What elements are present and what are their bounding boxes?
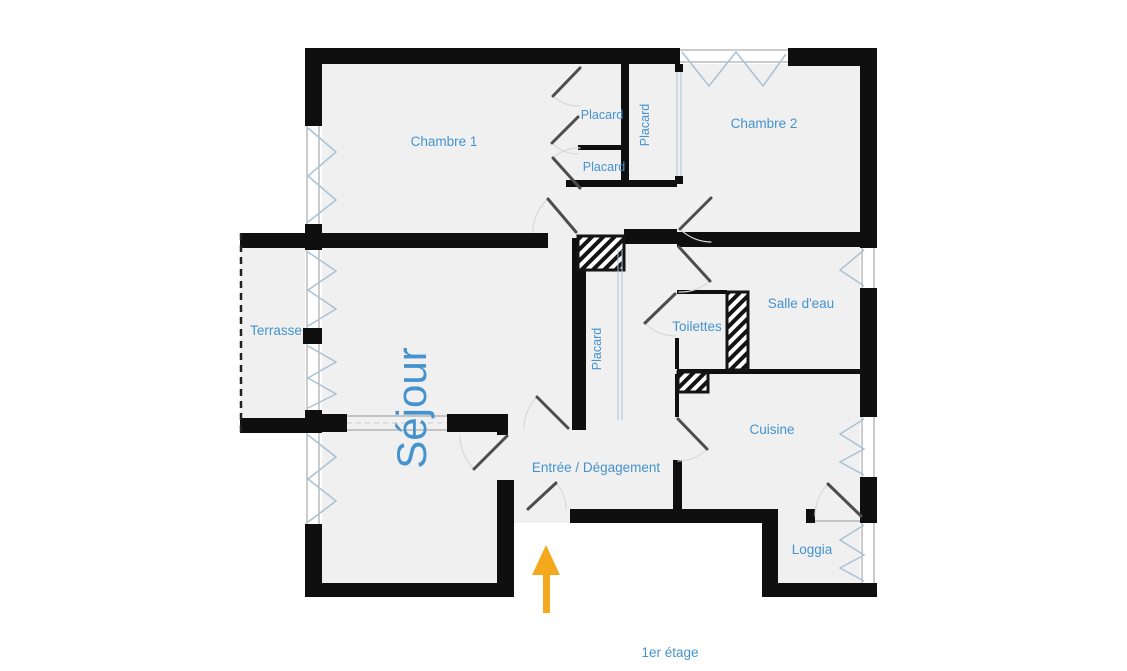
- hatched-wall-toilettes: [725, 290, 750, 372]
- wall-sejour-south-stub: [497, 418, 508, 435]
- wall-toilettes-top: [677, 290, 727, 294]
- arrow-head: [532, 545, 560, 575]
- room-label-chambre-2: Chambre 2: [731, 116, 798, 131]
- wall-right-upper: [860, 48, 877, 248]
- wall-sejour-east: [572, 238, 586, 430]
- window-loggia-east: [838, 523, 877, 583]
- placard-jamb-bottom: [675, 176, 683, 184]
- wall-right-middle: [860, 288, 877, 417]
- window-chambre1-west: [305, 126, 338, 224]
- doors: [459, 66, 863, 518]
- wall-placard-divider: [578, 145, 621, 150]
- room-label-cuisine: Cuisine: [749, 422, 794, 437]
- door-placard-top: [551, 66, 582, 107]
- room-labels: Chambre 1 Chambre 2 Placard Placard Plac…: [250, 104, 834, 660]
- wall-left-upper: [305, 48, 322, 126]
- room-label-placard-tall: Placard: [638, 104, 652, 146]
- window-sejour-west: [305, 433, 338, 524]
- wall-loggia-west: [762, 509, 778, 597]
- room-label-placard-mid: Placard: [583, 160, 625, 174]
- wall-loggia-bottom: [762, 583, 877, 597]
- door-toilettes: [643, 292, 677, 337]
- room-label-chambre-1: Chambre 1: [411, 134, 478, 149]
- door-salle-eau: [677, 245, 712, 293]
- arrow-tail: [543, 575, 550, 613]
- wall-right-lower: [860, 477, 877, 523]
- room-label-salle-eau: Salle d'eau: [768, 296, 834, 311]
- door-chambre2: [678, 196, 713, 243]
- room-label-entree: Entrée / Dégagement: [532, 460, 661, 475]
- entrance-arrow-icon: [532, 545, 560, 613]
- door-cuisine: [676, 417, 709, 462]
- door-loggia: [814, 482, 863, 518]
- door-entrance: [526, 481, 567, 511]
- placard-jamb-top: [675, 64, 683, 72]
- room-label-terrasse: Terrasse: [250, 323, 302, 338]
- room-label-loggia: Loggia: [792, 542, 833, 557]
- wall-sejour-partition-left: [322, 414, 347, 432]
- wall-middle-right: [677, 232, 863, 247]
- wall-sejour-partition-right: [447, 414, 508, 432]
- floor-caption: 1er étage: [641, 645, 698, 660]
- wall-salle-eau-bottom: [677, 369, 877, 374]
- walls: [240, 48, 877, 597]
- window-salle-eau-east: [838, 248, 877, 288]
- room-label-placard-top: Placard: [581, 108, 623, 122]
- window-cuisine-east: [838, 417, 877, 477]
- windows: [305, 48, 877, 583]
- wall-cuisine-west-thin: [675, 374, 679, 417]
- window-terrasse-lower: [305, 344, 338, 410]
- wall-toilettes-left: [675, 338, 679, 369]
- window-chambre2-top: [680, 48, 788, 88]
- wall-middle-center: [624, 229, 677, 244]
- loggia-area: [762, 509, 877, 597]
- room-label-placard-center: Placard: [590, 328, 604, 370]
- hatched-wall-corridor: [576, 234, 626, 272]
- wall-hall-bottom: [570, 509, 762, 523]
- room-label-toilettes: Toilettes: [672, 319, 722, 334]
- hatched-walls: [576, 234, 750, 394]
- glazed-partitions: [347, 72, 860, 522]
- wall-bottom-left: [305, 583, 514, 597]
- wall-placards-bottom: [566, 180, 677, 187]
- wall-top-left: [305, 48, 680, 64]
- door-sejour-south: [459, 434, 509, 471]
- door-placard-low: [551, 147, 582, 190]
- door-chambre1: [532, 197, 578, 234]
- wall-left-lower: [305, 524, 322, 597]
- sejour-south-area: [305, 418, 514, 597]
- wall-loggia-pillar: [806, 509, 815, 523]
- wall-placard-vertical: [621, 64, 629, 185]
- door-sejour-north: [523, 395, 570, 430]
- wall-top-right: [788, 48, 877, 66]
- wall-terrasse-bottom: [240, 418, 322, 433]
- window-terrasse-upper: [305, 250, 338, 328]
- wall-cuisine-west-thick: [673, 460, 682, 509]
- wall-sejour-south-east: [497, 480, 514, 583]
- hatched-wall-cuisine: [676, 370, 710, 394]
- room-label-sejour: Séjour: [388, 347, 435, 468]
- wall-middle-left: [240, 233, 548, 248]
- wall-left-mullion: [303, 328, 322, 344]
